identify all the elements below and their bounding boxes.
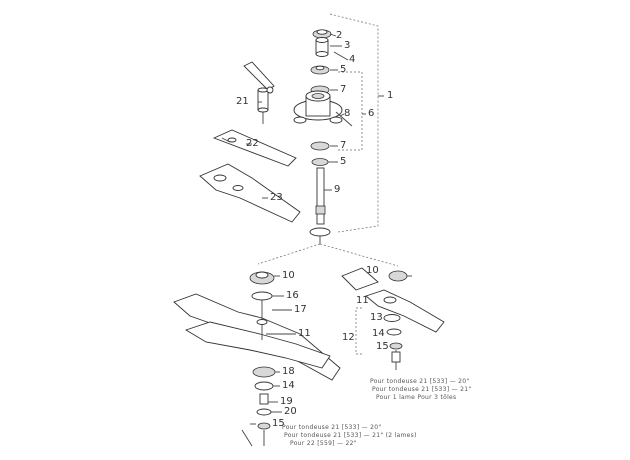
washer-20 — [256, 408, 272, 416]
callout-7b: 7 — [340, 140, 347, 151]
callout-3: 3 — [344, 40, 351, 51]
callout-22: 22 — [246, 138, 259, 149]
callout-10a: 10 — [282, 270, 295, 281]
callout-17: 17 — [294, 304, 307, 315]
callout-4: 4 — [349, 54, 356, 65]
note-right-line1: Pour tondeuse 21 [533] — 20" — [370, 378, 470, 385]
bearing-5-bottom — [311, 158, 329, 166]
top-spindle-assembly — [293, 29, 353, 244]
bolt-19 — [259, 393, 269, 405]
callout-8: 8 — [344, 108, 351, 119]
lower-right-assembly — [341, 267, 445, 370]
connector-left — [257, 243, 321, 265]
bearing-7-bottom — [310, 141, 330, 151]
blade-right-upper — [341, 267, 379, 291]
callout-20: 20 — [284, 406, 297, 417]
bracket-1 — [329, 13, 379, 233]
note-right-line2: Pour tondeuse 21 [533] — 21" — [372, 386, 472, 393]
washer-14 — [254, 381, 274, 391]
callout-5b: 5 — [340, 156, 347, 167]
callout-2: 2 — [336, 30, 343, 41]
callout-19: 19 — [280, 396, 293, 407]
callout-11a: 11 — [298, 328, 311, 339]
callout-5a: 5 — [340, 64, 347, 75]
pulley-10-right — [388, 270, 408, 282]
callout-18: 18 — [282, 366, 295, 377]
nut-15-right — [389, 342, 403, 350]
note-bottom-line2: Pour tondeuse 21 [533] — 21" (2 lames) — [284, 432, 417, 439]
part-22-blade — [212, 129, 297, 167]
nut-15 — [257, 422, 271, 430]
note-bottom-line1: Pour tondeuse 21 [533] — 20" — [282, 424, 382, 431]
callout-16: 16 — [286, 290, 299, 301]
bracket-12 — [355, 307, 362, 355]
note-bottom-line3: Pour 22 [559] — 22" — [290, 440, 357, 447]
adapter-18 — [252, 366, 276, 378]
callout-13: 13 — [370, 312, 383, 323]
part-23-blade — [199, 163, 301, 223]
callout-15b: 15 — [376, 341, 389, 352]
shaft-9 — [316, 167, 325, 225]
part-21-bracket — [243, 61, 275, 124]
connector-right — [319, 243, 399, 267]
callout-9: 9 — [334, 184, 341, 195]
bracket-6 — [338, 71, 363, 151]
callout-15a: 15 — [272, 418, 285, 429]
lower-left-assembly — [173, 271, 341, 446]
callout-7a: 7 — [340, 84, 347, 95]
washer-16 — [251, 291, 273, 301]
callout-14a: 14 — [282, 380, 295, 391]
callout-1: 1 — [387, 90, 394, 101]
washer-14-right — [386, 328, 402, 336]
callout-23: 23 — [270, 192, 283, 203]
callout-6: 6 — [368, 108, 375, 119]
callout-21: 21 — [236, 96, 249, 107]
callout-12: 12 — [342, 332, 355, 343]
washer-13 — [383, 314, 401, 322]
callout-14b: 14 — [372, 328, 385, 339]
blade-lower — [184, 321, 331, 369]
blade-right-main — [365, 289, 445, 333]
callout-11b: 11 — [356, 295, 369, 306]
callout-10b: 10 — [366, 265, 379, 276]
note-right-line3: Pour 1 lame Pour 3 tôles — [376, 394, 457, 401]
leader-lines — [241, 33, 412, 447]
